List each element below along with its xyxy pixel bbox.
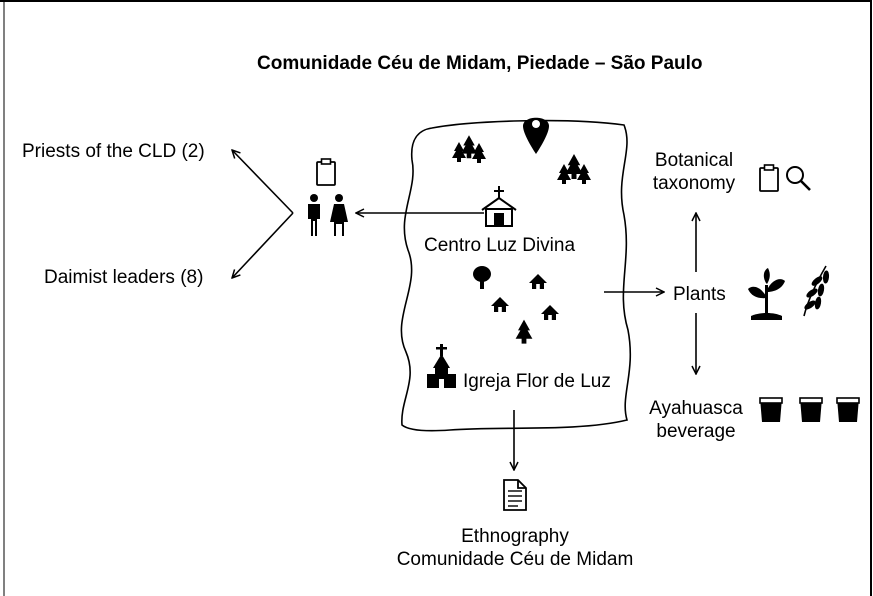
ethnography-line1: Ethnography: [461, 526, 569, 547]
ethnography-label: Ethnography Comunidade Céu de Midam: [360, 525, 670, 571]
people-icon: [308, 194, 348, 236]
leaf-branch-icon: [803, 265, 830, 317]
igreja-flor-de-luz-label: Igreja Flor de Luz: [463, 371, 611, 392]
botanical-taxonomy-label: Botanical taxonomy: [636, 149, 752, 195]
ethnography-line2: Comunidade Céu de Midam: [396, 549, 634, 570]
ayahuasca-beverage-label: Ayahuasca beverage: [644, 397, 748, 443]
clipboard-icon: [759, 164, 779, 192]
clipboard-icon: [316, 158, 336, 186]
house-icon: [481, 186, 517, 227]
seedling-icon: [748, 268, 785, 320]
church-icon: [427, 344, 456, 388]
map-pin-icon: [523, 117, 549, 154]
arrow-to-daimist: [232, 212, 294, 278]
magnifier-icon: [786, 166, 811, 191]
ayahuasca-line2: beverage: [656, 421, 736, 442]
plants-label: Plants: [673, 284, 726, 305]
cup-icon: [836, 397, 860, 423]
centro-luz-divina-label: Centro Luz Divina: [424, 235, 576, 256]
cup-icon: [759, 397, 783, 423]
daimist-leaders-label: Daimist leaders (8): [44, 267, 204, 288]
deciduous-tree-icon: [473, 266, 491, 289]
ayahuasca-line1: Ayahuasca: [649, 398, 743, 419]
botanical-line2: taxonomy: [652, 173, 736, 194]
cup-icon: [799, 397, 823, 423]
arrow-to-priests: [232, 150, 294, 214]
botanical-line1: Botanical: [654, 150, 734, 171]
document-icon: [503, 479, 527, 511]
diagram-title: Comunidade Céu de Midam, Piedade – São P…: [257, 53, 703, 74]
priests-label: Priests of the CLD (2): [22, 141, 205, 162]
community-map-outline: [400, 119, 632, 432]
